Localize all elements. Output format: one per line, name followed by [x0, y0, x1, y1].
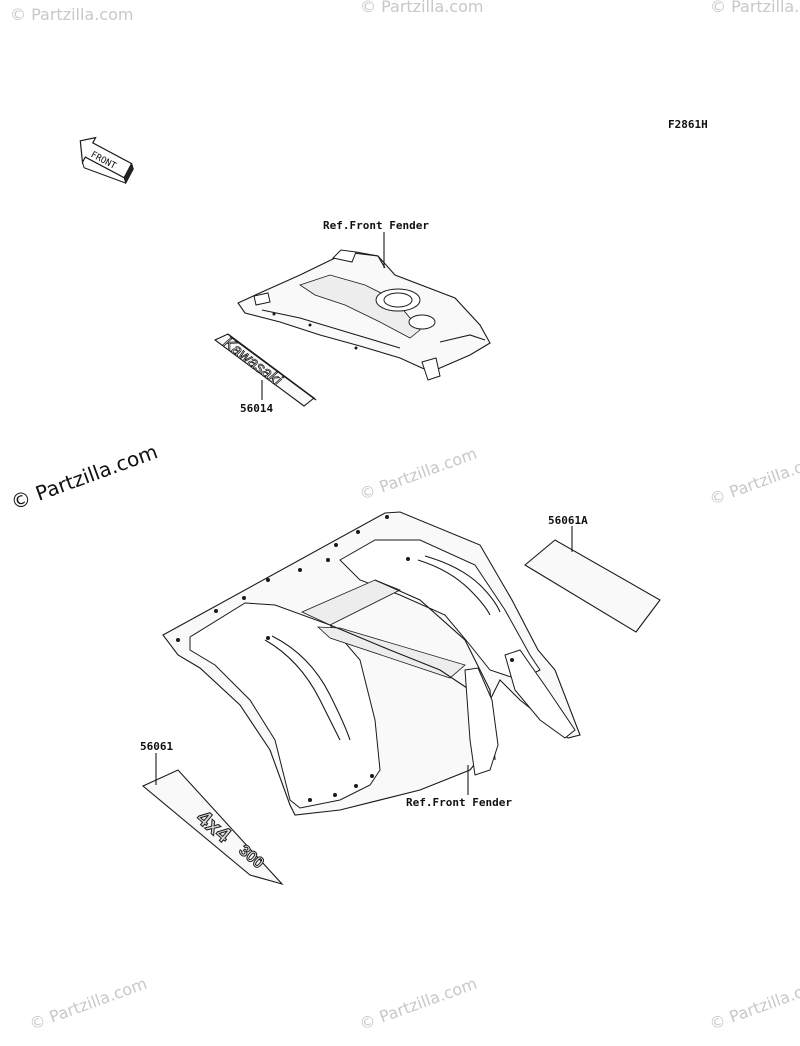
- watermark-7: © Partzilla.com: [357, 974, 480, 1034]
- watermark-main: © Partzilla.com: [8, 439, 161, 514]
- front-fender-top: [237, 249, 491, 381]
- diagram-code: F2861H: [668, 118, 708, 131]
- watermark-3: © Partzilla.com: [710, 0, 800, 16]
- watermark-1: © Partzilla.com: [10, 5, 133, 24]
- watermark-4: © Partzilla.com: [357, 444, 480, 504]
- watermark-5: © Partzilla.com: [707, 449, 800, 509]
- callout-56014: 56014: [240, 402, 273, 415]
- decal-56061a: [524, 539, 661, 633]
- kawasaki-logo-text: Kawasaki: [220, 335, 285, 390]
- watermark-8: © Partzilla.com: [707, 974, 800, 1034]
- rear-fender: [162, 511, 581, 816]
- watermark-2: © Partzilla.com: [360, 0, 483, 16]
- kawasaki-decal: Kawasaki: [213, 333, 317, 407]
- front-arrow-icon: FRONT: [79, 136, 134, 185]
- decal-56061: 4x4 300: [141, 769, 284, 886]
- callout-ref-front-fender-bottom: Ref.Front Fender: [406, 796, 512, 809]
- callout-ref-front-fender-top: Ref.Front Fender: [323, 219, 429, 232]
- callout-56061a: 56061A: [548, 514, 588, 527]
- callout-56061: 56061: [140, 740, 173, 753]
- watermark-6: © Partzilla.com: [27, 974, 150, 1034]
